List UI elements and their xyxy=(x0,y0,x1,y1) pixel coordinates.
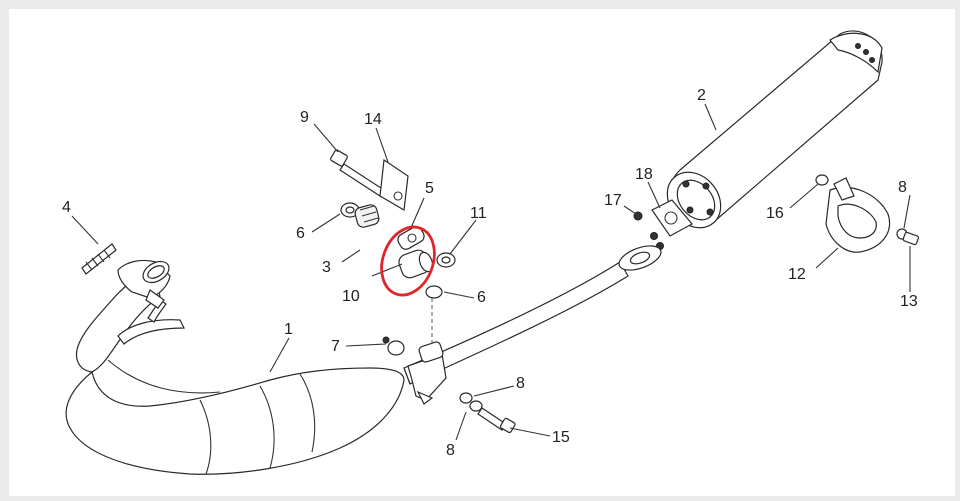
callout-14: 14 xyxy=(364,111,382,128)
collar-sleeve-part xyxy=(397,226,434,279)
callout-17: 17 xyxy=(604,192,622,209)
callout-labels: 1 2 3 4 5 6 6 7 8 8 8 9 10 11 12 13 14 1… xyxy=(62,87,918,459)
callout-12: 12 xyxy=(788,266,806,283)
gasket-part xyxy=(651,199,693,237)
callout-16: 16 xyxy=(766,205,784,222)
lower-washer-part xyxy=(425,285,443,299)
callout-7: 7 xyxy=(331,338,340,355)
callout-13: 13 xyxy=(900,293,918,310)
muffler-part xyxy=(666,30,883,229)
callout-8c: 8 xyxy=(446,442,455,459)
grommet-part xyxy=(382,336,405,356)
callout-5: 5 xyxy=(425,180,434,197)
clamp-part xyxy=(825,177,891,253)
leader-lines xyxy=(71,103,911,441)
callout-1: 1 xyxy=(284,321,293,338)
callout-18: 18 xyxy=(635,166,653,183)
exhaust-chamber-part xyxy=(65,259,629,475)
right-fasteners xyxy=(815,174,919,246)
bolt-bracket-part xyxy=(330,149,409,211)
callout-8b: 8 xyxy=(516,375,525,392)
spring-part xyxy=(81,243,117,275)
callout-15: 15 xyxy=(552,429,570,446)
callout-10: 10 xyxy=(342,288,360,305)
callout-6b: 6 xyxy=(477,289,486,306)
tailpipe-flange xyxy=(618,245,662,271)
callout-6a: 6 xyxy=(296,225,305,242)
callout-8a: 8 xyxy=(898,179,907,196)
rubber-mount-part xyxy=(340,202,380,228)
callout-11: 11 xyxy=(470,205,487,222)
callout-3: 3 xyxy=(322,259,331,276)
callout-9: 9 xyxy=(300,109,309,126)
callout-4: 4 xyxy=(62,199,71,216)
lower-bolt-part xyxy=(459,392,516,434)
highlight-circle xyxy=(380,225,436,297)
nut-part xyxy=(436,252,456,268)
callout-2: 2 xyxy=(697,87,706,104)
